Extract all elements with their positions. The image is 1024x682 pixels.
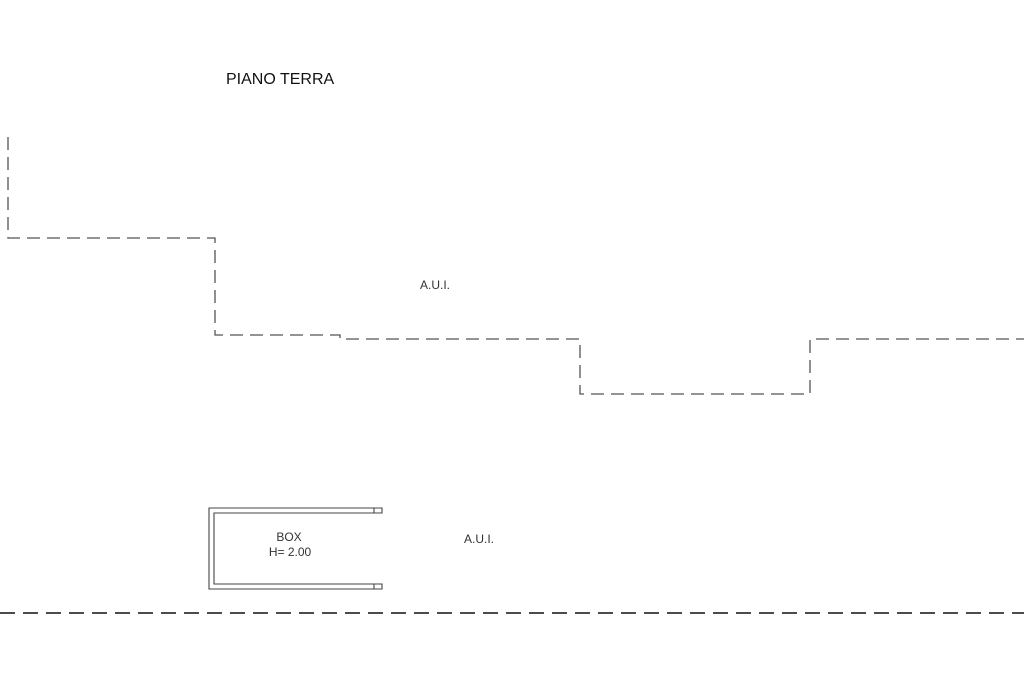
box-height-label: H= 2.00 (269, 545, 312, 559)
area-label-lower: A.U.I. (464, 532, 494, 546)
area-label-upper: A.U.I. (420, 278, 450, 292)
upper-boundary-line (7, 137, 1024, 395)
box-outline (208, 507, 383, 590)
floor-title: PIANO TERRA (226, 71, 335, 88)
box-name-label: BOX (276, 530, 301, 544)
